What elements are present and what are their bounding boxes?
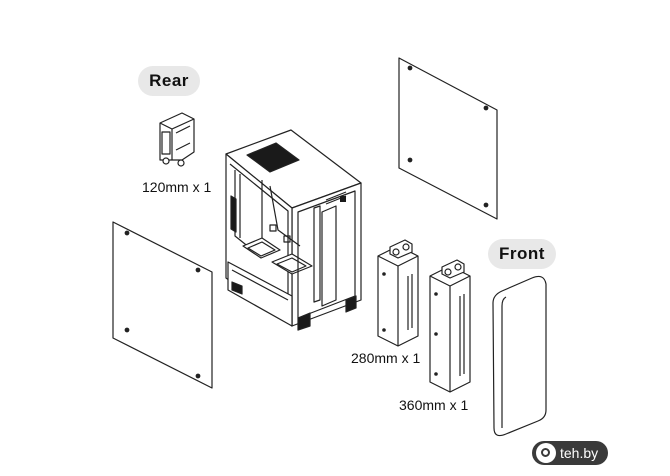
front-panel (492, 275, 547, 437)
front-radiator-280-label: 280mm x 1 (351, 350, 421, 366)
front-radiator-360mm (429, 259, 471, 393)
case-chassis (225, 129, 362, 331)
left-side-panel (112, 221, 213, 389)
search-icon (536, 443, 556, 463)
front-radiator-280mm (377, 239, 419, 347)
rear-title-badge: Rear (138, 66, 200, 96)
watermark-badge: teh.by (532, 441, 609, 465)
right-side-panel (398, 57, 498, 220)
front-radiator-360-label: 360mm x 1 (399, 397, 469, 413)
rear-radiator-label: 120mm x 1 (142, 179, 212, 195)
front-title-badge: Front (488, 239, 556, 269)
watermark-text: teh.by (560, 445, 599, 461)
rear-radiator-120mm (159, 112, 195, 167)
